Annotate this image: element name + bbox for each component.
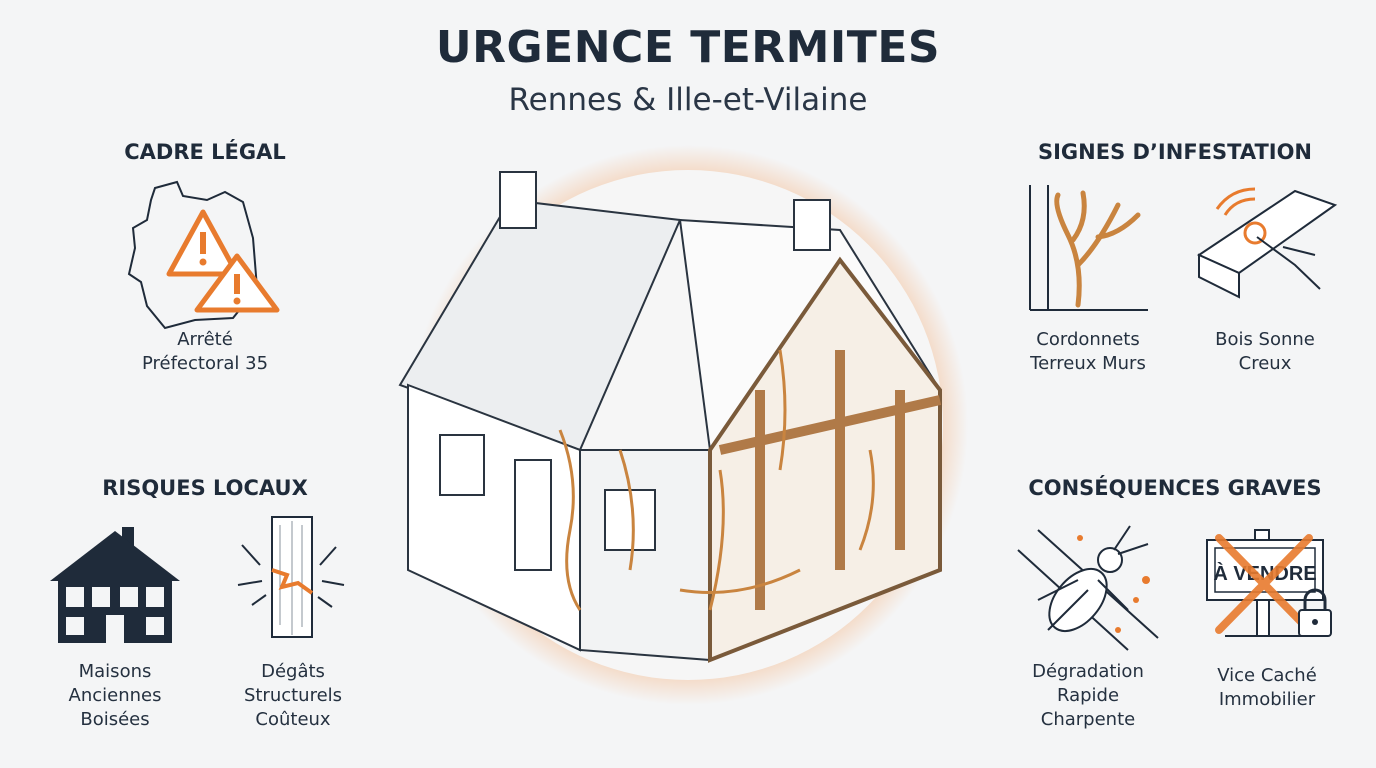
- label-line: Coûteux: [255, 709, 331, 730]
- label-line: Charpente: [1040, 709, 1136, 730]
- label-line: Creux: [1238, 353, 1292, 374]
- section-heading-signes: SIGNES D’INFESTATION: [1037, 140, 1313, 164]
- label-line: Dégâts: [261, 661, 325, 682]
- label-line: Immobilier: [1218, 689, 1316, 710]
- page-subtitle: Rennes & Ille-et-Vilaine: [508, 82, 868, 118]
- label-line: Bois Sonne: [1215, 329, 1315, 350]
- sign-text: À VENDRE: [1213, 562, 1316, 585]
- infested-house-cutaway-icon: [398, 145, 968, 705]
- label-line: Boisées: [80, 709, 150, 730]
- label-bois-creux: Bois Sonne Creux: [1180, 328, 1350, 376]
- label-line: Maisons: [78, 661, 152, 682]
- label-degats: Dégâts Structurels Coûteux: [208, 660, 378, 732]
- label-cordonnets: Cordonnets Terreux Murs: [1003, 328, 1173, 376]
- for-sale-sign-locked-icon: À VENDRE: [1206, 529, 1332, 637]
- label-line: Anciennes: [68, 685, 162, 706]
- label-line: Arrêté: [177, 329, 233, 350]
- section-heading-consequences: CONSÉQUENCES GRAVES: [1028, 476, 1322, 500]
- hollow-wood-tap-icon: [1196, 187, 1338, 299]
- section-heading-cadre-legal: CADRE LÉGAL: [124, 140, 286, 164]
- label-line: Préfectoral 35: [141, 353, 269, 374]
- label-line: Dégradation: [1032, 661, 1144, 682]
- label-line: Structurels: [243, 685, 343, 706]
- page-title: URGENCE TERMITES: [435, 22, 941, 73]
- label-maisons: Maisons Anciennes Boisées: [30, 660, 200, 732]
- label-vice-cache: Vice Caché Immobilier: [1182, 664, 1352, 712]
- label-line: Cordonnets: [1036, 329, 1140, 350]
- cracked-beam-icon: [237, 516, 345, 638]
- section-heading-risques-locaux: RISQUES LOCAUX: [102, 476, 308, 500]
- label-line: Rapide: [1056, 685, 1120, 706]
- termite-eating-wood-icon: [1017, 525, 1159, 651]
- label-degradation: Dégradation Rapide Charpente: [1003, 660, 1173, 732]
- label-line: Terreux Murs: [1030, 353, 1146, 374]
- map-warning-icon: [127, 180, 280, 330]
- label-arrete: Arrêté Préfectoral 35: [105, 328, 305, 376]
- mud-tubes-wall-icon: [1029, 185, 1148, 311]
- label-line: Vice Caché: [1217, 665, 1317, 686]
- half-timbered-house-icon: [50, 527, 180, 643]
